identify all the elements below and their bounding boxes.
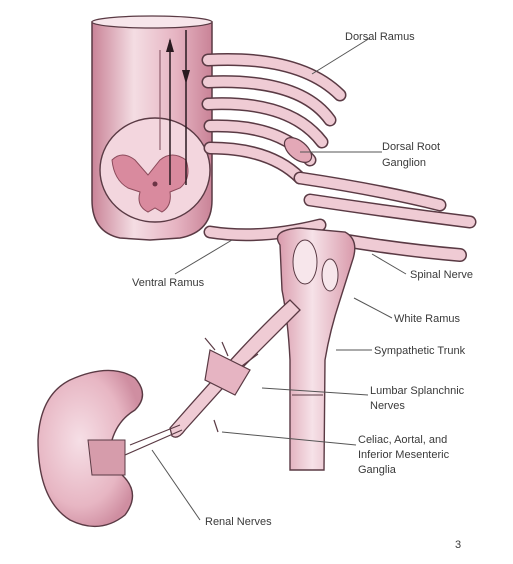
page-number: 3 (455, 539, 461, 551)
nerve-roots (208, 59, 470, 255)
leader-dorsal-ramus (312, 38, 370, 74)
label-dorsal-root-ganglion-1: Dorsal Root (382, 141, 440, 153)
label-ganglia-2: Inferior Mesenteric (358, 449, 450, 461)
label-dorsal-root-ganglion-2: Ganglion (382, 157, 426, 169)
leader-renal-nerves (152, 450, 200, 520)
leader-ganglia (222, 432, 356, 445)
label-sympathetic-trunk: Sympathetic Trunk (374, 345, 466, 357)
splanchnic-nerves (125, 300, 300, 455)
label-ganglia-3: Ganglia (358, 464, 397, 476)
label-lumbar-splanchnic-2: Nerves (370, 400, 405, 412)
label-white-ramus: White Ramus (394, 313, 461, 325)
label-renal-nerves: Renal Nerves (205, 516, 272, 528)
leader-spinal-nerve (372, 254, 406, 274)
renal-hilum (88, 440, 125, 475)
leader-white-ramus (354, 298, 392, 318)
label-lumbar-splanchnic-1: Lumbar Splanchnic (370, 385, 465, 397)
leader-ventral-ramus (175, 240, 232, 274)
label-spinal-nerve: Spinal Nerve (410, 269, 473, 281)
label-ganglia-1: Celiac, Aortal, and (358, 434, 447, 446)
label-dorsal-ramus: Dorsal Ramus (345, 31, 415, 43)
spinal-cord (92, 16, 212, 240)
label-ventral-ramus: Ventral Ramus (132, 277, 205, 289)
sympathetic-trunk (278, 228, 355, 470)
